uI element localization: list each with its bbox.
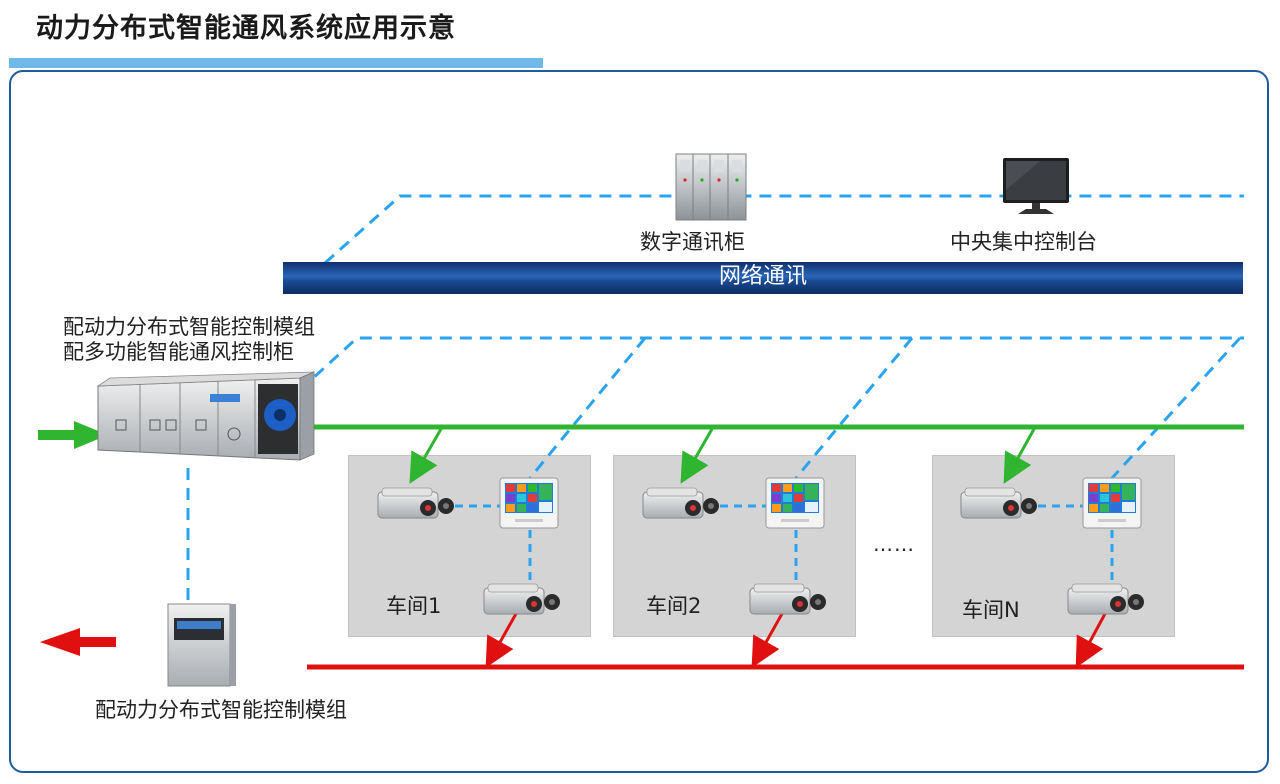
ellipsis: ……: [873, 532, 915, 556]
room2-fresh-air-unit-icon: [642, 487, 720, 519]
main-unit-label-line2: 配多功能智能通风控制柜: [63, 340, 294, 364]
signal-drop-room-n: [1110, 336, 1242, 480]
roomn-control-panel-icon: [1082, 477, 1142, 529]
room-label-n: 车间N: [962, 598, 1020, 622]
room1-fresh-air-unit-icon: [377, 487, 455, 519]
signal-line-rooms: [298, 336, 1244, 392]
signal-drop-room-1: [528, 337, 647, 479]
roomn-exhaust-unit-icon: [1067, 583, 1145, 615]
page-title: 动力分布式智能通风系统应用示意: [36, 13, 456, 44]
digital-cabinet-label: 数字通讯柜: [640, 230, 745, 254]
network-bus: 网络通讯: [283, 262, 1243, 294]
exhaust-module-label: 配动力分布式智能控制模组: [95, 698, 347, 722]
digital-cabinet-icon: [675, 153, 747, 221]
signal-drop-room-2: [794, 337, 914, 479]
room-label-2: 车间2: [646, 594, 702, 618]
room1-control-panel-icon: [499, 477, 559, 529]
room1-exhaust-unit-icon: [483, 583, 561, 615]
diagram-frame: [9, 70, 1269, 773]
main-unit-label-line1: 配动力分布式智能控制模组: [63, 315, 315, 339]
room2-control-panel-icon: [765, 477, 825, 529]
signal-line-top: [324, 194, 1244, 265]
main-air-handling-unit-icon: [96, 371, 315, 461]
room2-exhaust-unit-icon: [749, 583, 827, 615]
room-label-1: 车间1: [386, 594, 442, 618]
title-underline: [9, 58, 543, 68]
central-console-label: 中央集中控制台: [950, 230, 1097, 254]
exhaust-control-module-icon: [167, 603, 236, 687]
roomn-fresh-air-unit-icon: [960, 487, 1038, 519]
central-console-icon: [1003, 158, 1069, 214]
